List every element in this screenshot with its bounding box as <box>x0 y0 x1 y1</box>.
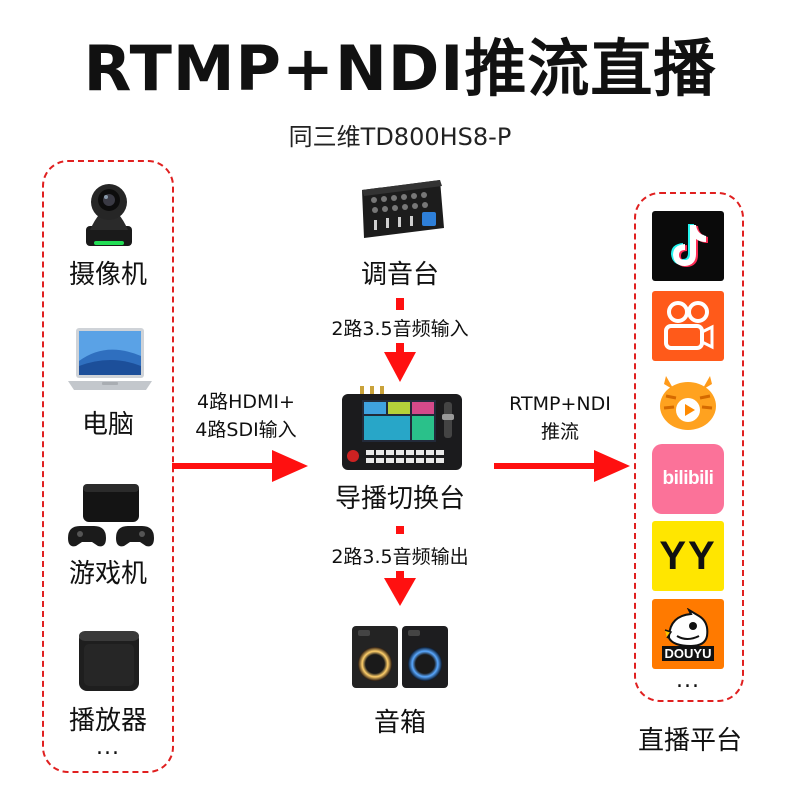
device-model: 同三维TD800HS8-P <box>288 123 512 151</box>
page-title: RTMP+NDI推流直播 <box>83 32 717 105</box>
speakers-icon <box>348 622 452 692</box>
speakers-label: 音箱 <box>373 708 426 738</box>
platforms-more: ... <box>676 668 700 693</box>
mixer-label: 调音台 <box>360 260 439 290</box>
douyu-icon: DOUYU <box>652 599 724 669</box>
video-input-label-line2: 4路SDI输入 <box>195 419 297 441</box>
video-input-arrow <box>172 448 308 484</box>
laptop-label: 电脑 <box>81 410 134 440</box>
kuaishou-icon <box>652 291 724 361</box>
audio-output-arrow <box>384 526 416 608</box>
video-switcher-icon <box>340 386 464 472</box>
douyu-logo-text: DOUYU <box>661 645 715 661</box>
switcher-label: 导播切换台 <box>334 484 465 514</box>
douyin-icon <box>652 211 724 281</box>
ptz-camera-icon <box>78 178 140 250</box>
stream-label-line2: 推流 <box>540 421 579 443</box>
media-player-label: 播放器 <box>68 706 147 736</box>
laptop-icon <box>66 326 154 396</box>
huya-icon <box>652 368 724 438</box>
bilibili-logo-text: bilibili <box>662 468 714 489</box>
sources-more: ... <box>96 735 120 760</box>
platforms-box <box>634 192 744 702</box>
platforms-label: 直播平台 <box>637 726 742 756</box>
game-console-icon <box>66 480 156 552</box>
yy-logo-text: YY <box>659 533 717 578</box>
audio-input-label: 2路3.5音频输入 <box>300 315 500 343</box>
yy-icon: YY <box>652 521 724 591</box>
media-player-icon <box>76 628 142 694</box>
audio-input-arrow <box>384 298 416 384</box>
game-console-label: 游戏机 <box>68 559 147 589</box>
audio-mixer-icon <box>356 176 446 242</box>
stream-output-arrow <box>494 448 630 484</box>
bilibili-icon: bilibili <box>652 444 724 514</box>
stream-label-line1: RTMP+NDI <box>509 393 611 415</box>
camera-label: 摄像机 <box>68 260 147 290</box>
audio-output-label: 2路3.5音频输出 <box>300 543 500 571</box>
video-input-label-line1: 4路HDMI+ <box>197 391 295 413</box>
